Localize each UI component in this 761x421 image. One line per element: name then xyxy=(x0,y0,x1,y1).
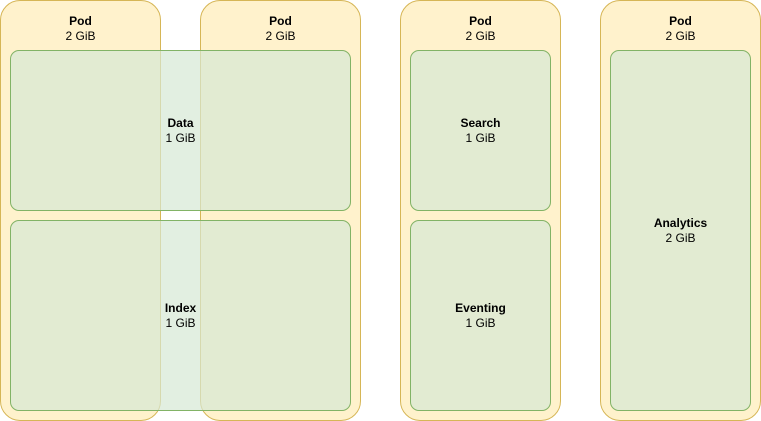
pod-4-size: 2 GiB xyxy=(665,29,696,43)
index-service-label: Index 1 GiB xyxy=(165,301,196,331)
pod-2-size: 2 GiB xyxy=(265,29,296,43)
eventing-service-size: 1 GiB xyxy=(465,315,496,330)
eventing-service-title: Eventing xyxy=(455,300,506,315)
search-service-label: Search 1 GiB xyxy=(460,116,500,146)
analytics-service: Analytics 2 GiB xyxy=(610,50,751,411)
data-service-label: Data 1 GiB xyxy=(165,116,195,146)
pod-1-title: Pod xyxy=(69,14,92,28)
pod-3-size: 2 GiB xyxy=(465,29,496,43)
index-service-title: Index xyxy=(164,300,197,315)
eventing-service-label: Eventing 1 GiB xyxy=(455,301,506,331)
index-service-size: 1 GiB xyxy=(165,315,196,330)
eventing-service: Eventing 1 GiB xyxy=(410,220,551,411)
pod-1-label: Pod 2 GiB xyxy=(1,14,160,44)
pod-3-label: Pod 2 GiB xyxy=(401,14,560,44)
analytics-service-title: Analytics xyxy=(653,215,708,230)
index-service: Index 1 GiB xyxy=(10,220,351,411)
data-service-title: Data xyxy=(167,115,194,130)
analytics-service-label: Analytics 2 GiB xyxy=(654,216,707,246)
pod-3-title: Pod xyxy=(469,14,492,28)
analytics-service-size: 2 GiB xyxy=(665,230,696,245)
data-service: Data 1 GiB xyxy=(10,50,351,211)
pod-1-size: 2 GiB xyxy=(65,29,96,43)
search-service: Search 1 GiB xyxy=(410,50,551,211)
pod-4-title: Pod xyxy=(669,14,692,28)
pod-2-title: Pod xyxy=(269,14,292,28)
pod-2-label: Pod 2 GiB xyxy=(201,14,360,44)
data-service-size: 1 GiB xyxy=(165,130,196,145)
search-service-title: Search xyxy=(460,115,501,130)
pod-4-label: Pod 2 GiB xyxy=(601,14,760,44)
search-service-size: 1 GiB xyxy=(465,130,496,145)
